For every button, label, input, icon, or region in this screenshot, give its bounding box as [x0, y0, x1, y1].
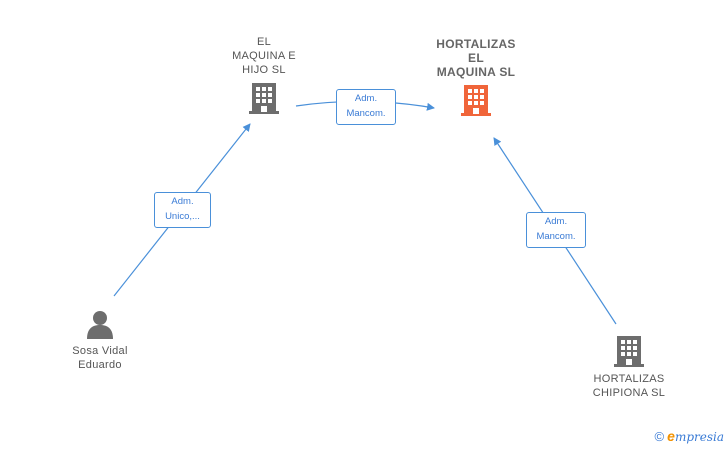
- brand-rest: mpresia: [674, 430, 724, 444]
- node-label: EL MAQUINA E HIJO SL: [232, 36, 296, 76]
- edge-label-adm-mancom-2[interactable]: Adm. Mancom.: [526, 212, 586, 248]
- person-icon: [84, 308, 116, 340]
- node-label: Sosa Vidal Eduardo: [72, 345, 128, 371]
- empresia-logo: © empresia: [655, 428, 724, 444]
- building-icon: [612, 334, 646, 368]
- node-sosa-vidal-eduardo[interactable]: Sosa Vidal Eduardo: [52, 308, 148, 372]
- copyright-symbol: ©: [654, 428, 665, 444]
- building-icon: [459, 83, 493, 117]
- node-hortalizas-el-maquina[interactable]: HORTALIZAS EL MAQUINA SL: [421, 37, 531, 117]
- building-icon: [247, 81, 281, 115]
- node-hortalizas-chipiona[interactable]: HORTALIZAS CHIPIONA SL: [576, 334, 682, 400]
- node-label: HORTALIZAS CHIPIONA SL: [592, 373, 666, 399]
- edge-label-adm-mancom-1[interactable]: Adm. Mancom.: [336, 89, 396, 125]
- edge-label-adm-unico[interactable]: Adm. Unico,...: [154, 192, 211, 228]
- node-label: HORTALIZAS EL MAQUINA SL: [436, 37, 516, 79]
- brand-e: e: [667, 428, 675, 444]
- node-el-maquina-e-hijo[interactable]: EL MAQUINA E HIJO SL: [214, 35, 314, 115]
